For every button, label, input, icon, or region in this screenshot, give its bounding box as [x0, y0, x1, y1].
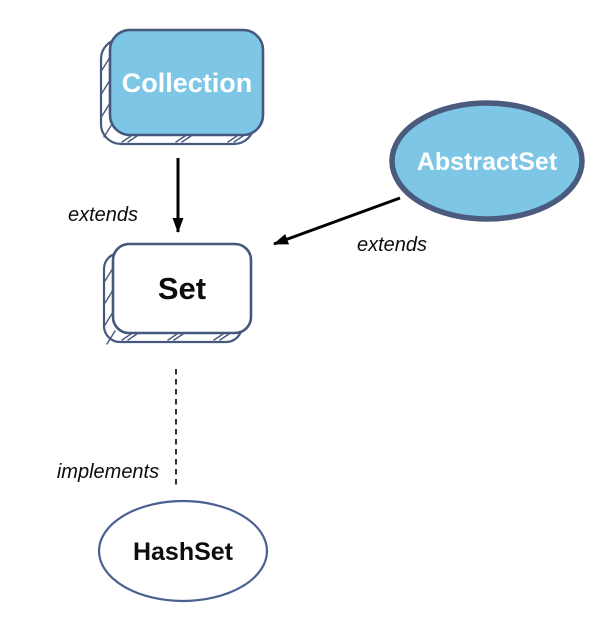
collection-left-hatch-marks: [101, 56, 113, 138]
set-box: [111, 242, 253, 335]
extends-label-right: extends: [357, 234, 427, 256]
collection-label: Collection: [122, 68, 253, 98]
set-bottom-hatch-marks: [121, 333, 230, 341]
edge-set-to-hashset: implements: [57, 369, 177, 486]
collection-bottom-hatch-marks: [121, 135, 244, 143]
node-set: Set: [102, 242, 253, 345]
implements-label: implements: [57, 461, 159, 483]
hashset-label: HashSet: [133, 538, 234, 566]
set-left-hatch-marks: [104, 267, 116, 345]
node-abstractset: AbstractSet: [389, 100, 585, 222]
node-hashset: HashSet: [97, 499, 269, 603]
abstractset-to-set-arrow: [273, 196, 401, 246]
extends-label-left: extends: [68, 204, 138, 226]
node-collection: Collection: [99, 28, 265, 146]
abstractset-ellipse: [389, 100, 585, 222]
collection-box: [108, 28, 265, 137]
hashset-ellipse: [97, 499, 269, 603]
set-label: Set: [158, 271, 206, 306]
edge-collection-to-set: extends: [68, 158, 184, 233]
edge-abstractset-to-set: extends: [273, 196, 427, 256]
abstractset-label: AbstractSet: [417, 148, 558, 176]
